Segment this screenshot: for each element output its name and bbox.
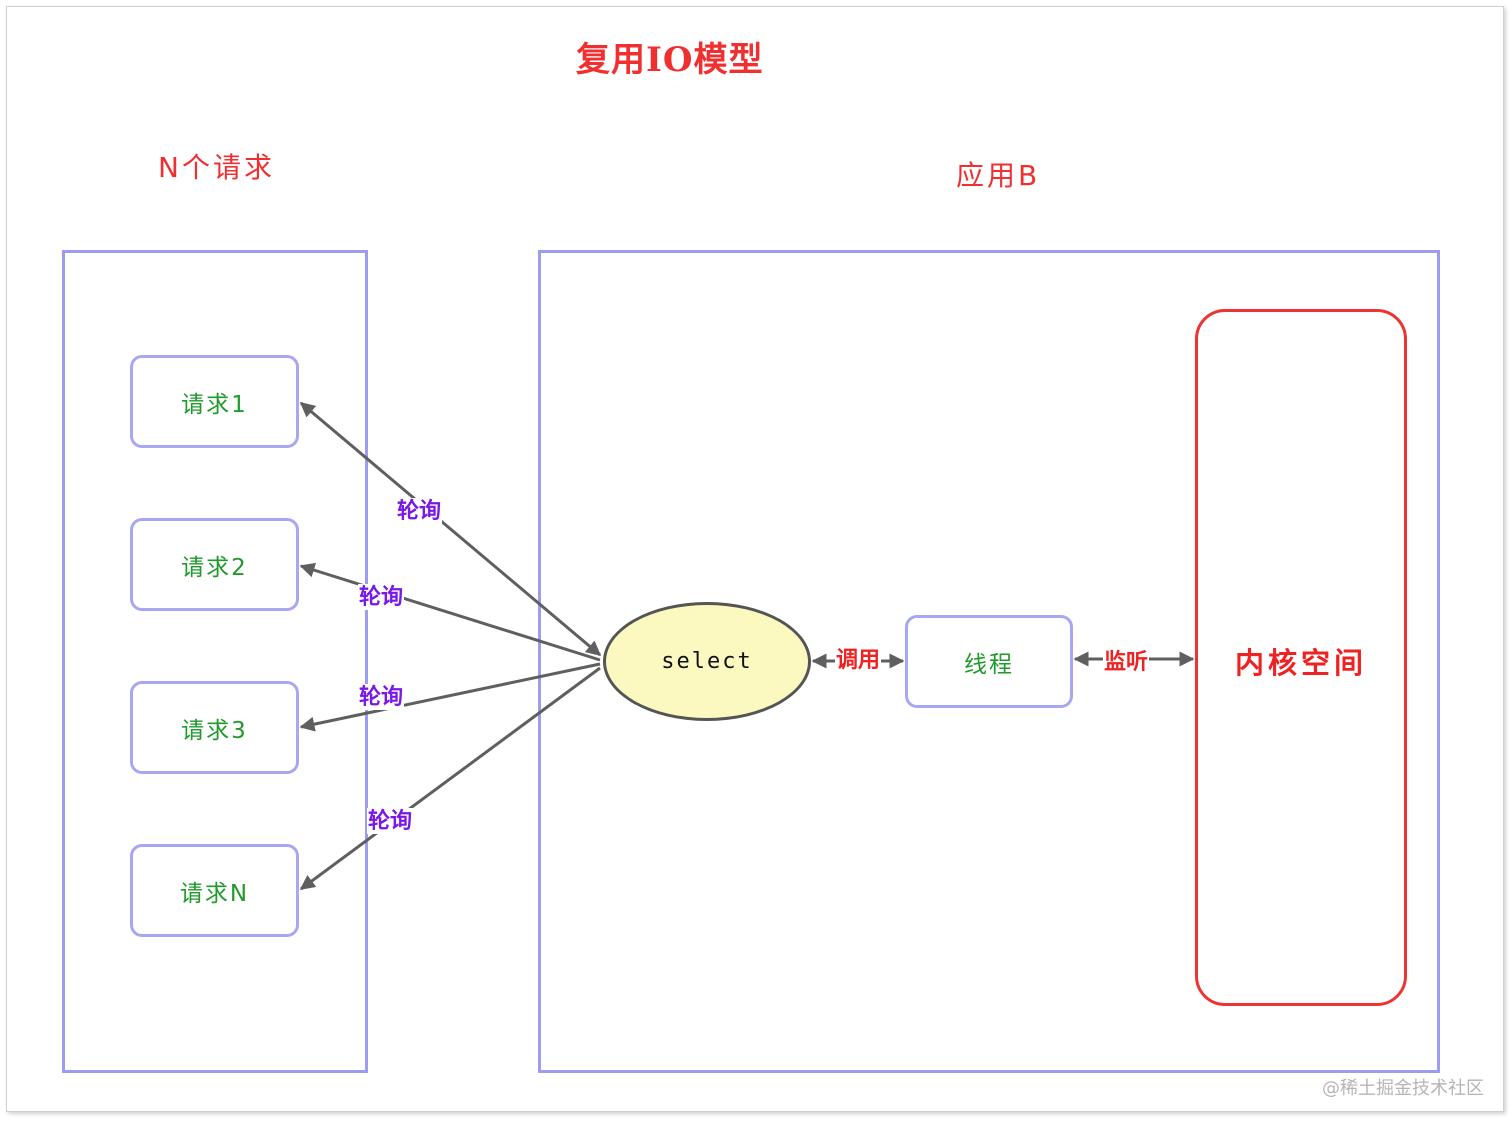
kernel-space-label: 内核空间 bbox=[1234, 646, 1367, 680]
watermark: @稀土掘金技术社区 bbox=[1322, 1078, 1484, 1099]
diagram-title: 复用IO模型 bbox=[576, 40, 764, 80]
poll-label-n: 轮询 bbox=[367, 808, 414, 834]
poll-label-1: 轮询 bbox=[396, 498, 443, 524]
poll-label-2: 轮询 bbox=[358, 584, 405, 610]
poll-arrow-2 bbox=[299, 562, 601, 662]
select-node: select bbox=[603, 602, 811, 721]
kernel-space-box bbox=[1195, 309, 1407, 1006]
requests-group-label: N个请求 bbox=[158, 151, 275, 184]
requests-panel bbox=[62, 250, 368, 1073]
request-box-1: 请求1 bbox=[130, 355, 299, 448]
call-label: 调用 bbox=[835, 647, 882, 673]
poll-label-3: 轮询 bbox=[358, 684, 405, 710]
app-panel bbox=[538, 250, 1440, 1073]
poll-arrow-1 bbox=[299, 401, 602, 657]
app-group-label: 应用B bbox=[956, 159, 1041, 192]
thread-box: 线程 bbox=[905, 615, 1073, 708]
poll-arrow-n bbox=[299, 666, 601, 891]
request-box-2: 请求2 bbox=[130, 518, 299, 611]
request-box-n: 请求N bbox=[130, 844, 299, 937]
poll-arrow-3 bbox=[299, 662, 601, 732]
request-box-3: 请求3 bbox=[130, 681, 299, 774]
listen-label: 监听 bbox=[1103, 649, 1150, 675]
